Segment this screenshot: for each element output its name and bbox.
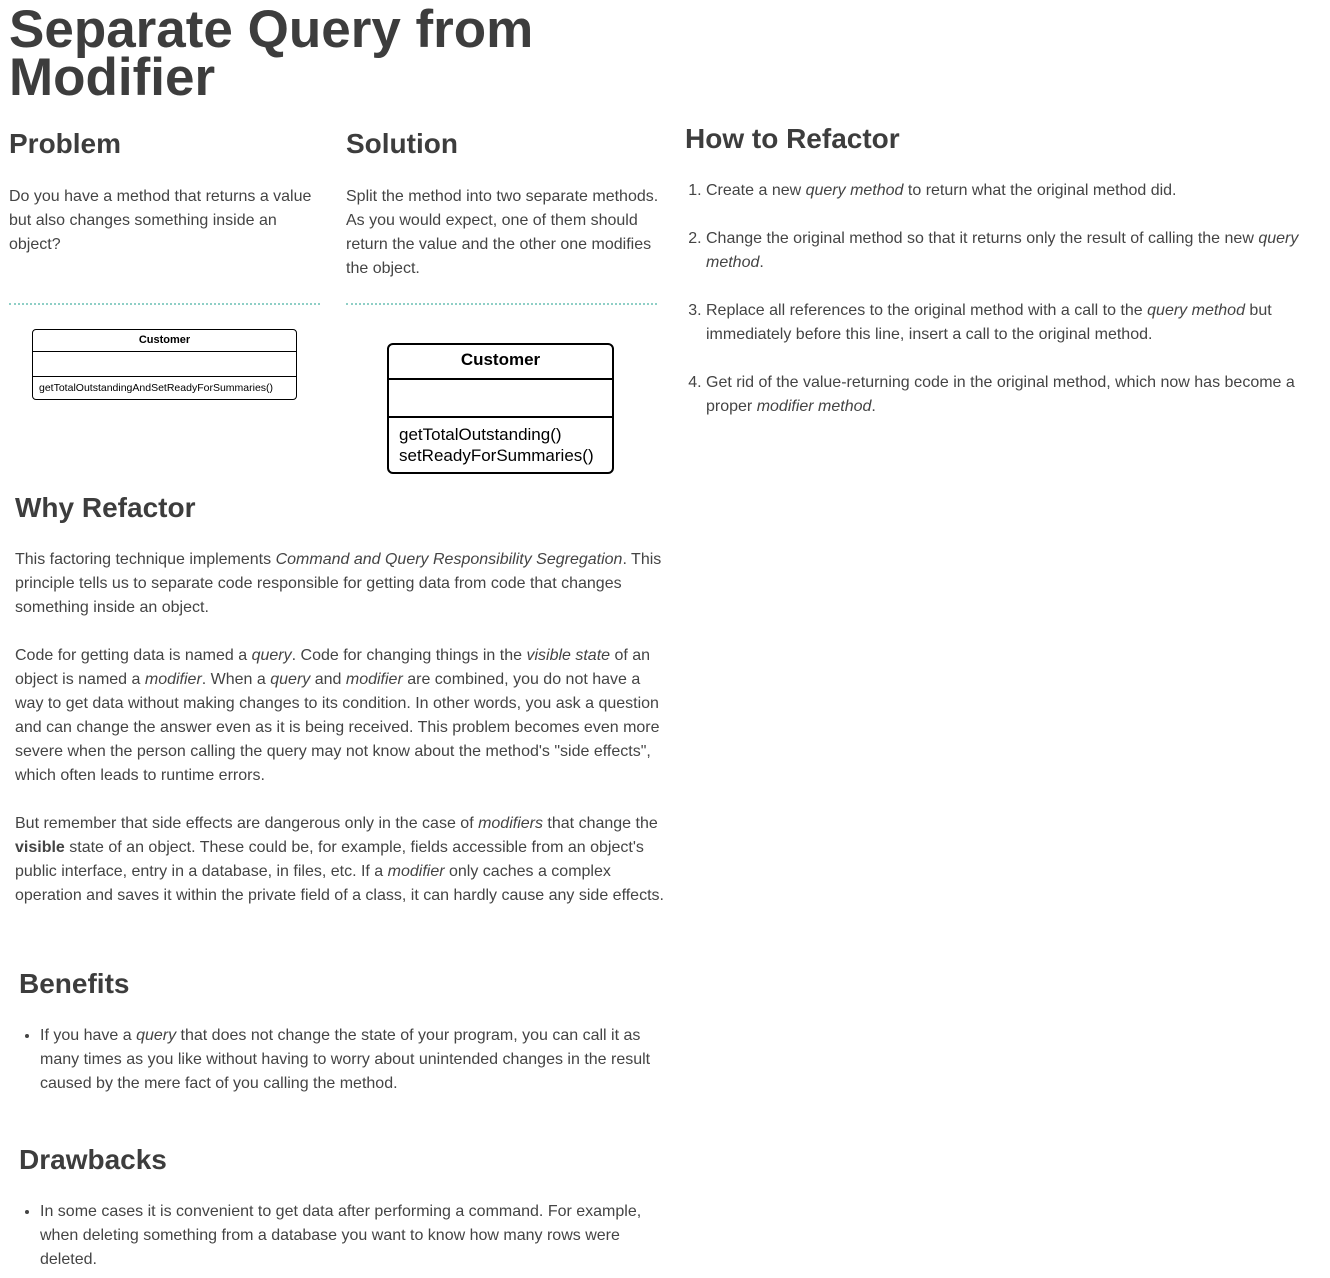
benefits-section: Benefits If you have a query that does n… (19, 968, 659, 1096)
problem-uml-diagram: Customer getTotalOutstandingAndSetReadyF… (32, 329, 297, 400)
refactor-steps-list: Create a new query method to return what… (685, 179, 1310, 419)
uml-attributes (33, 352, 296, 377)
uml-class-name: Customer (33, 330, 296, 352)
uml-method: getTotalOutstanding() (399, 425, 562, 444)
why-paragraph-1: This factoring technique implements Comm… (15, 551, 662, 616)
problem-text: Do you have a method that returns a valu… (9, 188, 312, 253)
solution-section: Solution Split the method into two separ… (346, 128, 661, 281)
why-paragraph-3: But remember that side effects are dange… (15, 815, 664, 904)
list-item: Get rid of the value-returning code in t… (706, 371, 1310, 419)
uml-method: setReadyForSummaries() (399, 446, 594, 465)
drawbacks-list: In some cases it is convenient to get da… (19, 1200, 659, 1272)
uml-method: getTotalOutstandingAndSetReadyForSummari… (39, 382, 274, 394)
benefits-list: If you have a query that does not change… (19, 1024, 659, 1096)
list-item: Change the original method so that it re… (706, 227, 1310, 275)
solution-divider (346, 303, 657, 305)
problem-divider (9, 303, 320, 305)
uml-operations: getTotalOutstanding() setReadyForSummari… (389, 418, 612, 472)
list-item: Create a new query method to return what… (706, 179, 1310, 203)
list-item: If you have a query that does not change… (40, 1024, 659, 1096)
solution-uml-diagram: Customer getTotalOutstanding() setReadyF… (387, 343, 614, 474)
why-heading: Why Refactor (15, 492, 196, 523)
solution-heading: Solution (346, 128, 458, 159)
why-paragraph-2: Code for getting data is named a query. … (15, 647, 660, 784)
drawbacks-heading: Drawbacks (19, 1144, 167, 1175)
problem-heading: Problem (9, 128, 122, 159)
how-to-refactor-section: How to Refactor Create a new query metho… (685, 123, 1310, 443)
why-refactor-section: Why Refactor This factoring technique im… (15, 492, 667, 908)
list-item: Replace all references to the original m… (706, 299, 1310, 347)
list-item: In some cases it is convenient to get da… (40, 1200, 659, 1272)
problem-section: Problem Do you have a method that return… (9, 128, 321, 257)
benefits-heading: Benefits (19, 968, 130, 999)
uml-attributes (389, 380, 612, 418)
uml-class-name: Customer (389, 345, 612, 380)
page-title: Separate Query from Modifier (9, 0, 534, 107)
uml-operations: getTotalOutstandingAndSetReadyForSummari… (33, 377, 296, 399)
solution-text: Split the method into two separate metho… (346, 188, 659, 277)
drawbacks-section: Drawbacks In some cases it is convenient… (19, 1144, 659, 1272)
how-to-heading: How to Refactor (685, 123, 900, 154)
